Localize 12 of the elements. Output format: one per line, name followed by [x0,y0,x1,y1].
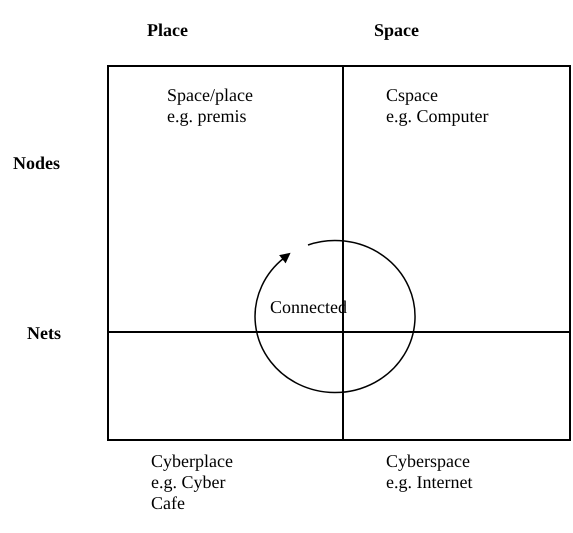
column-header: Place [147,20,188,41]
quadrant-title: Cspace [386,85,439,106]
column-header: Space [374,20,419,41]
quadrant-title: Cyberplace [151,451,234,472]
example-text: e.g. Cyber Cafe [151,472,226,514]
quadrant-title: Cyberspace [386,451,471,472]
quadrant-title: Space/place [167,85,254,106]
row-header: Nodes [13,153,60,174]
example-text: e.g. premis [167,106,248,127]
example-text: e.g. Computer [386,106,490,127]
example-text: e.g. Internet [386,472,474,493]
row-header: Nets [27,323,61,344]
